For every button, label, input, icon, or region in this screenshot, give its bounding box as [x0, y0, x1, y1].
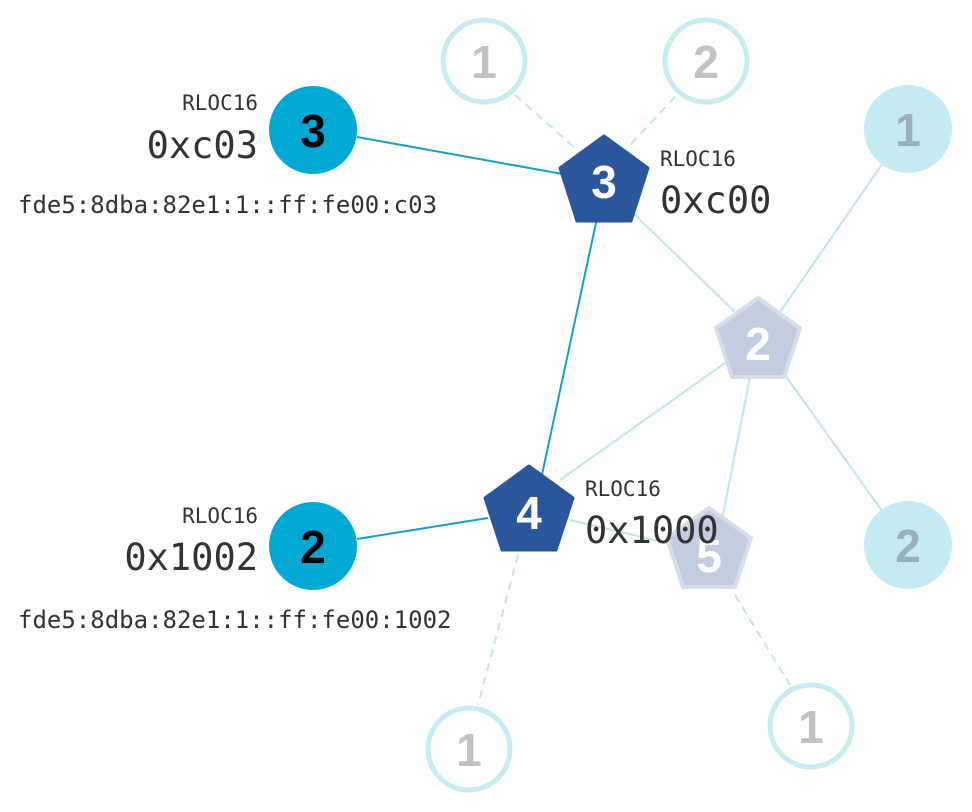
router-1000[interactable]: 4 [483, 464, 575, 552]
link-child-1002-router-1000 [356, 517, 489, 540]
router-faded-5[interactable]: 5 [665, 506, 753, 589]
rloc-caption: RLOC16 [585, 477, 661, 501]
link-router4-child-bottom-1 [477, 554, 519, 706]
faded-links [477, 94, 886, 706]
router-number: 3 [591, 156, 617, 208]
rloc-value: 0x1002 [124, 536, 258, 579]
child-number: 2 [895, 520, 921, 572]
link-router2-child-right-1 [779, 159, 886, 313]
child-number: 1 [456, 724, 482, 776]
label-router-1000: RLOC16 0x1000 [585, 477, 719, 552]
link-child-c03-router-c00 [356, 136, 569, 176]
link-router2-child-right-2 [784, 374, 886, 516]
child-1002[interactable]: 2 [269, 502, 357, 590]
rloc-caption: RLOC16 [182, 504, 258, 528]
child-number: 2 [693, 36, 719, 88]
link-router3-child-top-1 [514, 94, 576, 149]
ipv6-address: fde5:8dba:82e1:1::ff:fe00:c03 [18, 191, 437, 219]
child-outline-bottom-right-1[interactable]: 1 [767, 682, 855, 770]
link-router4-router5 [569, 519, 676, 546]
link-router2-router5 [721, 376, 751, 521]
link-router2-router4 [559, 362, 726, 481]
active-links [356, 136, 598, 540]
label-child-1002: RLOC16 0x1002 fde5:8dba:82e1:1::ff:fe00:… [18, 504, 451, 634]
child-number: 1 [798, 701, 824, 753]
child-outline-top-2[interactable]: 2 [662, 17, 750, 105]
child-outline-bottom-1[interactable]: 1 [425, 705, 513, 793]
router-number: 5 [696, 530, 722, 582]
child-number: 1 [895, 104, 921, 156]
router-faded-2[interactable]: 2 [714, 296, 802, 379]
label-child-c03: RLOC16 0xc03 fde5:8dba:82e1:1::ff:fe00:c… [18, 91, 437, 219]
router-number: 2 [745, 318, 771, 370]
child-c03[interactable]: 3 [269, 86, 357, 174]
child-faded-right-2[interactable]: 2 [864, 501, 952, 589]
link-router3-child-top-2 [629, 96, 676, 146]
link-router3-router2 [629, 209, 736, 313]
ipv6-address: fde5:8dba:82e1:1::ff:fe00:1002 [18, 606, 451, 634]
child-number: 3 [300, 105, 326, 157]
rloc-caption: RLOC16 [660, 147, 736, 171]
label-router-c00: RLOC16 0xc00 [660, 147, 771, 222]
router-c00[interactable]: 3 [558, 134, 650, 223]
child-number: 1 [471, 36, 497, 88]
rloc-value: 0xc00 [660, 179, 771, 222]
rloc-value: 0xc03 [147, 124, 258, 167]
child-number: 2 [300, 521, 326, 573]
rloc-caption: RLOC16 [182, 91, 258, 115]
child-faded-right-1[interactable]: 1 [864, 85, 952, 173]
link-router-c00-router-1000 [539, 217, 598, 485]
child-outline-top-1[interactable]: 1 [440, 17, 528, 105]
rloc-value: 0x1000 [585, 509, 719, 552]
link-router5-child-bottom-right-1 [734, 594, 791, 686]
router-number: 4 [516, 487, 542, 539]
